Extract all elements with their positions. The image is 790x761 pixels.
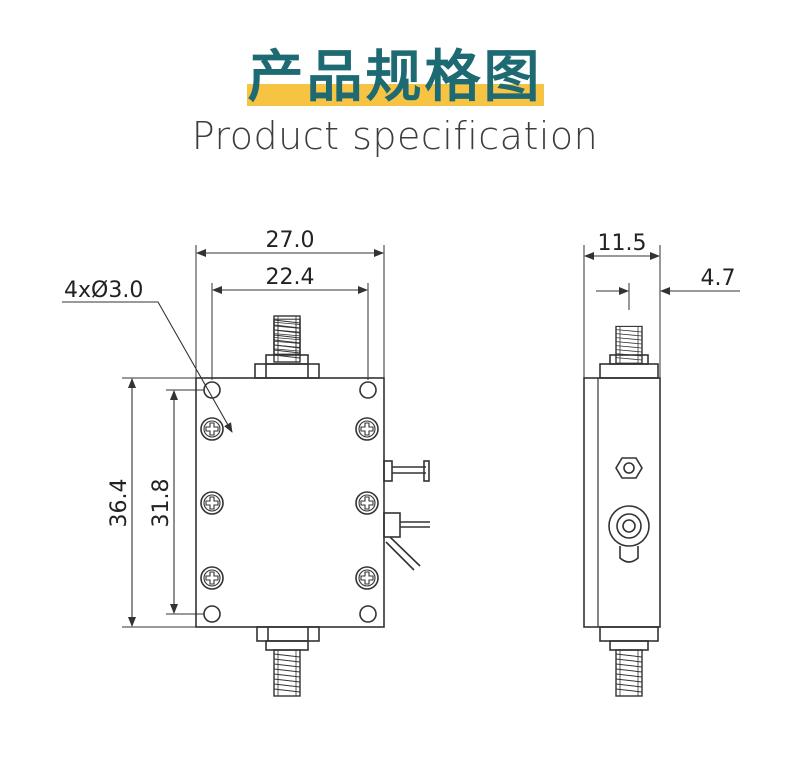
sma-connector-bottom — [256, 626, 320, 697]
screw-right-bottom — [355, 566, 379, 590]
side-view — [583, 245, 740, 697]
mount-hole-top-right — [359, 381, 377, 399]
screw-right-top — [355, 417, 379, 441]
dim-depth: 11.5 — [598, 231, 647, 256]
screw-left-bottom — [200, 566, 224, 590]
hole-callout: 4xØ3.0 — [64, 278, 143, 303]
screw-right-mid — [355, 491, 379, 515]
front-view — [62, 245, 430, 697]
sma-connector-top — [254, 315, 320, 379]
mount-hole-top-left — [203, 381, 221, 399]
page-title: 产品规格图 — [247, 45, 543, 110]
dim-width-holes: 22.4 — [266, 265, 315, 290]
mount-hole-bottom-right — [359, 605, 377, 623]
dim-height-outer: 36.4 — [107, 479, 132, 528]
dim-connector-offset: 4.7 — [701, 266, 736, 291]
dim-width-outer: 27.0 — [266, 228, 315, 253]
screw-left-top — [200, 417, 224, 441]
side-feedthrough — [608, 505, 650, 547]
hole-leader-line — [62, 301, 233, 433]
title-highlight-bar — [247, 84, 544, 106]
dim-height-holes: 31.8 — [149, 479, 174, 528]
mount-hole-bottom-left — [203, 605, 221, 623]
side-pins — [383, 460, 430, 571]
front-extension-lines — [122, 245, 385, 628]
title-block: 产品规格图 — [0, 38, 790, 118]
side-hex-nut — [615, 457, 643, 479]
side-body-outline — [583, 377, 661, 628]
page-subtitle: Product specification — [191, 114, 599, 158]
screw-left-mid — [200, 491, 224, 515]
